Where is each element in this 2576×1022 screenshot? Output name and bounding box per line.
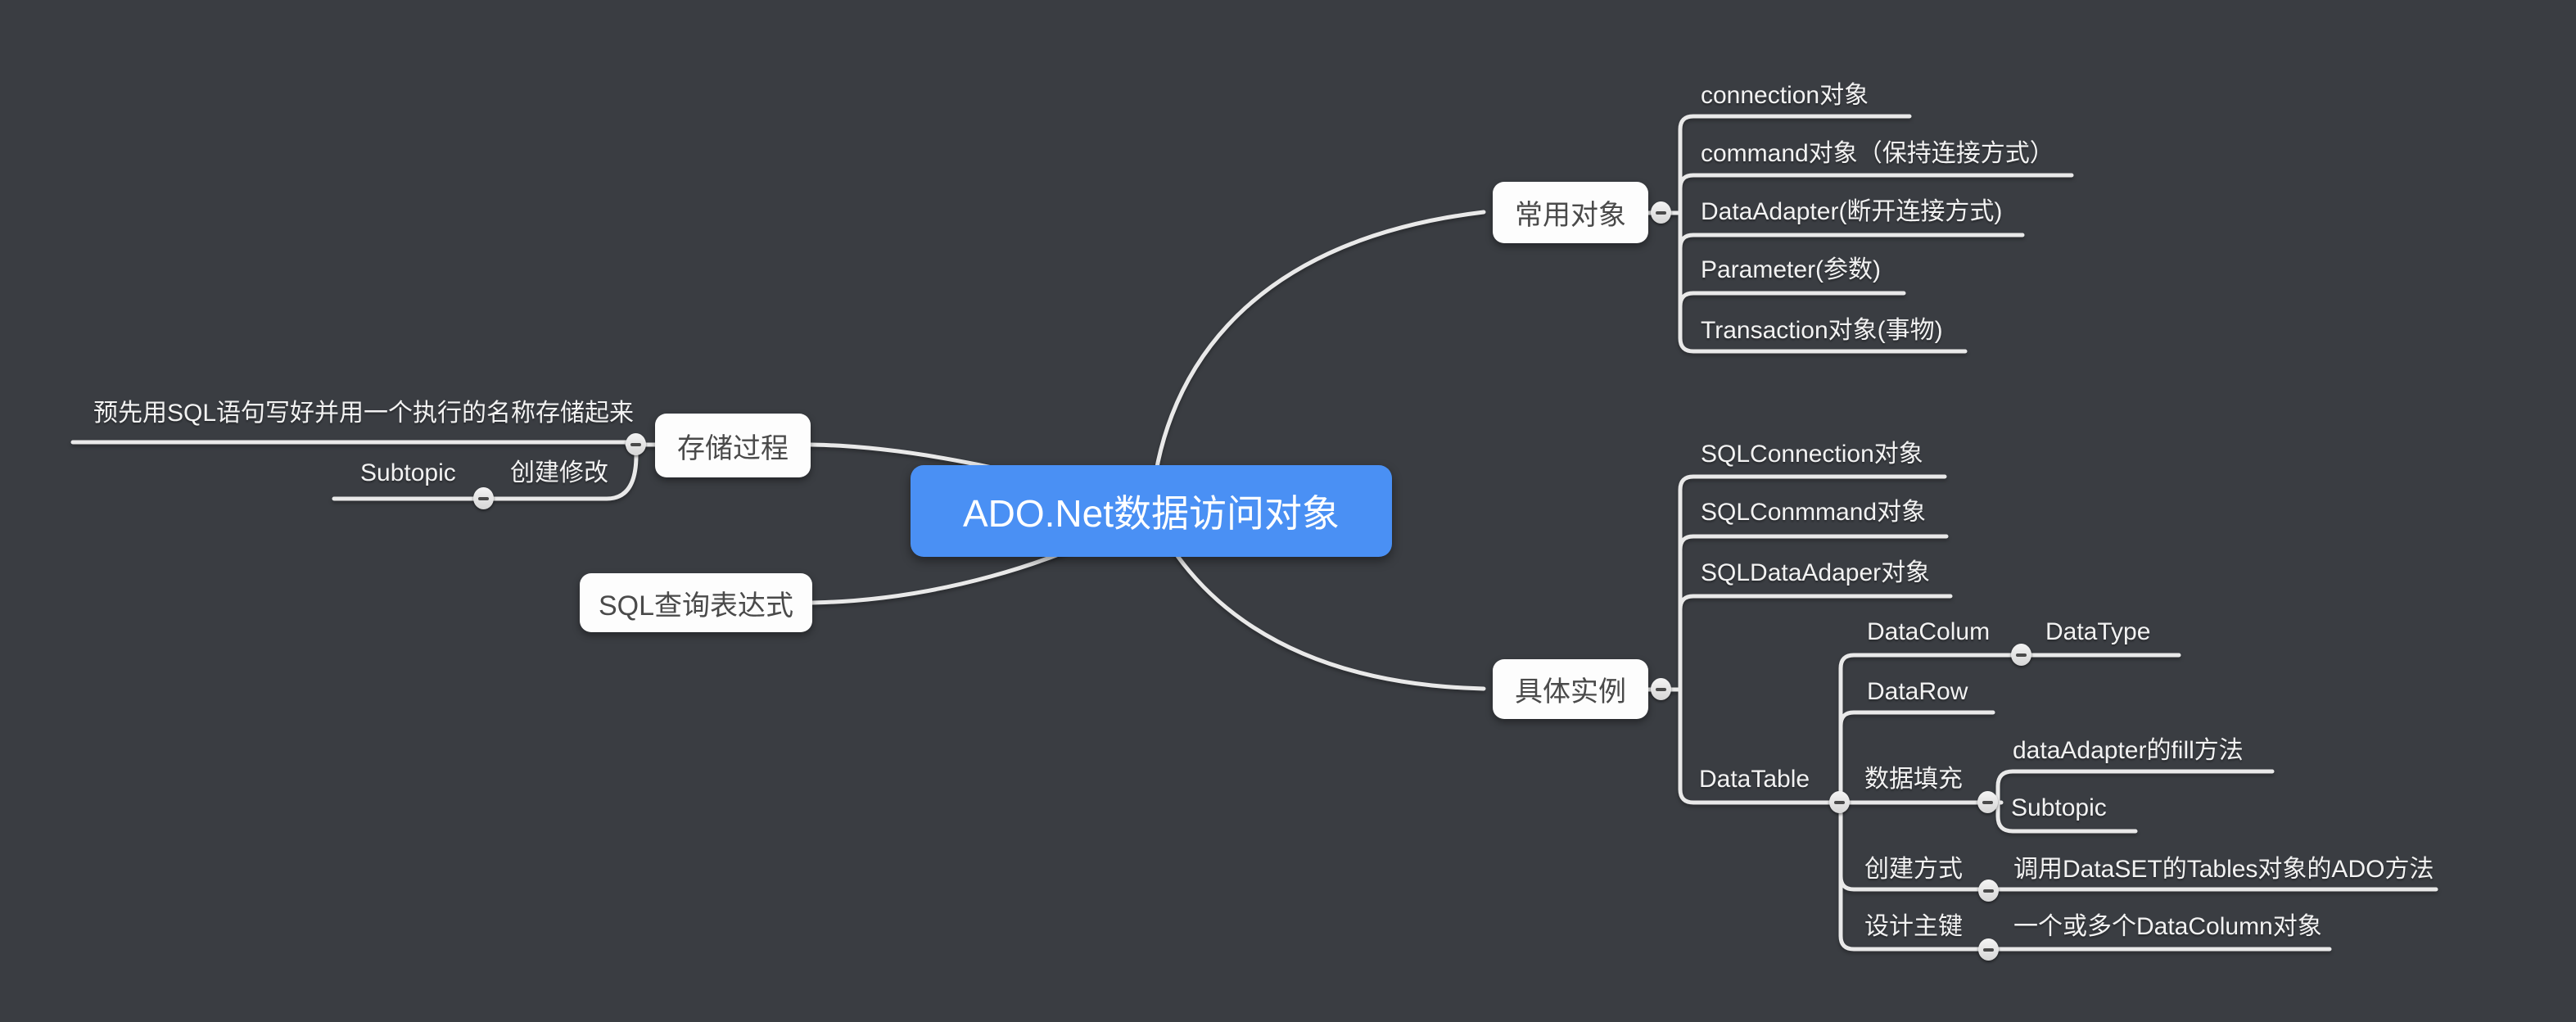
topic-datatype[interactable]: DataType (2045, 618, 2151, 645)
topic-create-modify[interactable]: 创建修改 (510, 459, 608, 486)
collapse-button-datacolum[interactable] (2011, 644, 2031, 666)
topic-datacolum[interactable]: DataColum (1867, 618, 1991, 645)
topic-dataadapter[interactable]: DataAdapter(断开连接方式) (1701, 198, 2003, 225)
topic-sqlconnection[interactable]: SQLConnection对象 (1701, 441, 1923, 468)
collapse-button-datatable[interactable] (1829, 791, 1850, 813)
topic-create-method-detail[interactable]: 调用DataSET的Tables对象的ADO方法 (2013, 856, 2434, 883)
topic-connection-object[interactable]: connection对象 (1701, 82, 1869, 109)
topic-data-fill[interactable]: 数据填充 (1864, 766, 1963, 793)
topic-concrete-examples[interactable]: 具体实例 (1493, 659, 1648, 719)
topic-dataadapter-fill-method[interactable]: dataAdapter的fill方法 (2013, 737, 2244, 764)
collapse-button-common-objects[interactable] (1651, 201, 1671, 224)
collapse-button-create-method[interactable] (1978, 880, 1999, 902)
topic-datatable[interactable]: DataTable (1699, 766, 1810, 793)
topic-create-method[interactable]: 创建方式 (1864, 856, 1963, 883)
topic-command-object[interactable]: command对象（保持连接方式） (1701, 140, 2054, 167)
topic-parameter[interactable]: Parameter(参数) (1701, 256, 1882, 283)
topic-subtopic-left[interactable]: Subtopic (360, 459, 456, 486)
topic-primary-key-detail[interactable]: 一个或多个DataColumn对象 (2013, 913, 2322, 940)
collapse-button-data-fill[interactable] (1977, 791, 1998, 813)
collapse-button-create-modify[interactable] (473, 487, 494, 509)
topic-primary-key[interactable]: 设计主键 (1864, 913, 1963, 940)
root-topic[interactable]: ADO.Net数据访问对象 (911, 465, 1392, 557)
topic-transaction-object[interactable]: Transaction对象(事物) (1701, 317, 1943, 344)
topic-sql-query-expression[interactable]: SQL查询表达式 (580, 573, 812, 632)
topic-subtopic-right[interactable]: Subtopic (2011, 794, 2107, 821)
topic-common-objects[interactable]: 常用对象 (1493, 182, 1648, 243)
collapse-button-stored-procedure[interactable] (626, 433, 646, 455)
collapse-button-concrete-examples[interactable] (1651, 678, 1671, 700)
topic-datarow[interactable]: DataRow (1867, 678, 1968, 705)
topic-stored-procedure[interactable]: 存储过程 (655, 414, 811, 477)
topic-sqldataadapter[interactable]: SQLDataAdaper对象 (1701, 559, 1931, 586)
collapse-button-primary-key[interactable] (1978, 938, 1999, 961)
topic-stored-proc-description[interactable]: 预先用SQL语句写好并用一个执行的名称存储起来 (93, 400, 635, 427)
topic-sqlcommand[interactable]: SQLConmmand对象 (1701, 499, 1927, 526)
